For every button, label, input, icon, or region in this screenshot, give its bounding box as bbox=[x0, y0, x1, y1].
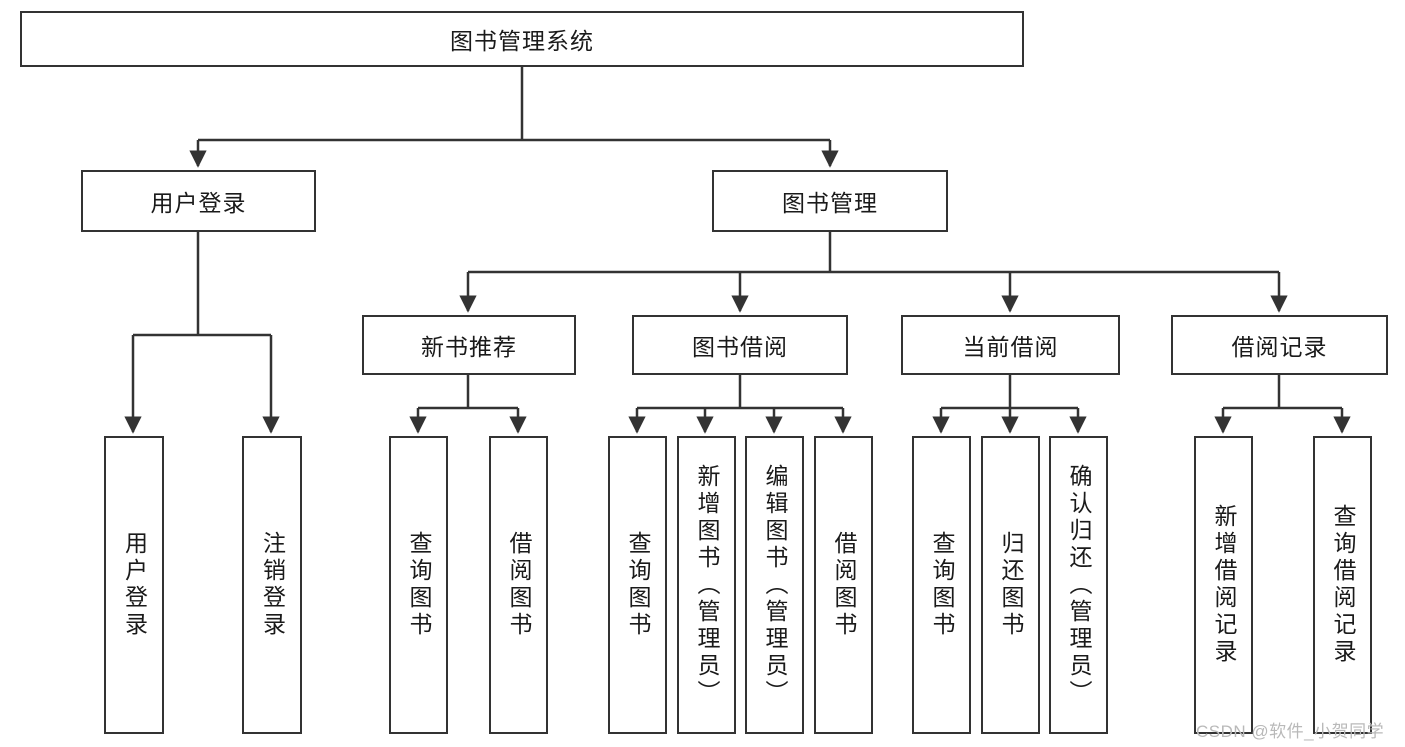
node-leaf-user-logout[interactable]: 注销登录 bbox=[242, 436, 302, 734]
node-new-book-recommend[interactable]: 新书推荐 bbox=[362, 315, 576, 375]
node-current-borrow-label: 当前借阅 bbox=[962, 334, 1059, 360]
node-leaf-edit-book-label: 编辑图书（管理员） bbox=[762, 463, 788, 707]
node-root-label: 图书管理系统 bbox=[450, 28, 594, 54]
node-leaf-borrow-book-2[interactable]: 借阅图书 bbox=[814, 436, 873, 734]
node-leaf-query-book-3[interactable]: 查询图书 bbox=[912, 436, 971, 734]
node-leaf-query-book-2[interactable]: 查询图书 bbox=[608, 436, 667, 734]
node-leaf-borrow-book-2-label: 借阅图书 bbox=[831, 531, 857, 639]
node-leaf-user-login-label: 用户登录 bbox=[121, 531, 148, 639]
node-leaf-return-book-label: 归还图书 bbox=[998, 531, 1024, 639]
node-book-borrow[interactable]: 图书借阅 bbox=[632, 315, 848, 375]
node-leaf-borrow-book-1[interactable]: 借阅图书 bbox=[489, 436, 548, 734]
node-leaf-add-record-label: 新增借阅记录 bbox=[1211, 504, 1237, 666]
node-leaf-borrow-book-1-label: 借阅图书 bbox=[506, 531, 532, 639]
node-leaf-add-book-label: 新增图书（管理员） bbox=[694, 463, 720, 707]
node-book-manage[interactable]: 图书管理 bbox=[712, 170, 948, 232]
node-leaf-query-record[interactable]: 查询借阅记录 bbox=[1313, 436, 1372, 734]
node-leaf-query-book-1-label: 查询图书 bbox=[406, 531, 432, 639]
node-user-login[interactable]: 用户登录 bbox=[81, 170, 316, 232]
node-book-manage-label: 图书管理 bbox=[782, 190, 878, 216]
node-leaf-add-book[interactable]: 新增图书（管理员） bbox=[677, 436, 736, 734]
node-new-book-recommend-label: 新书推荐 bbox=[421, 334, 517, 360]
node-leaf-confirm-return[interactable]: 确认归还（管理员） bbox=[1049, 436, 1108, 734]
node-book-borrow-label: 图书借阅 bbox=[692, 334, 788, 360]
node-leaf-query-record-label: 查询借阅记录 bbox=[1330, 504, 1356, 666]
node-current-borrow[interactable]: 当前借阅 bbox=[901, 315, 1120, 375]
node-leaf-user-logout-label: 注销登录 bbox=[259, 531, 286, 639]
node-leaf-return-book[interactable]: 归还图书 bbox=[981, 436, 1040, 734]
node-leaf-user-login[interactable]: 用户登录 bbox=[104, 436, 164, 734]
node-borrow-record-label: 借阅记录 bbox=[1231, 334, 1328, 360]
node-root[interactable]: 图书管理系统 bbox=[20, 11, 1024, 67]
node-leaf-query-book-2-label: 查询图书 bbox=[625, 531, 651, 639]
watermark: CSDN @软件_小贺同学 bbox=[1196, 722, 1385, 741]
node-leaf-query-book-3-label: 查询图书 bbox=[929, 531, 955, 639]
node-leaf-confirm-return-label: 确认归还（管理员） bbox=[1066, 463, 1092, 707]
node-borrow-record[interactable]: 借阅记录 bbox=[1171, 315, 1388, 375]
node-user-login-label: 用户登录 bbox=[150, 190, 247, 216]
node-leaf-add-record[interactable]: 新增借阅记录 bbox=[1194, 436, 1253, 734]
node-leaf-edit-book[interactable]: 编辑图书（管理员） bbox=[745, 436, 804, 734]
node-leaf-query-book-1[interactable]: 查询图书 bbox=[389, 436, 448, 734]
